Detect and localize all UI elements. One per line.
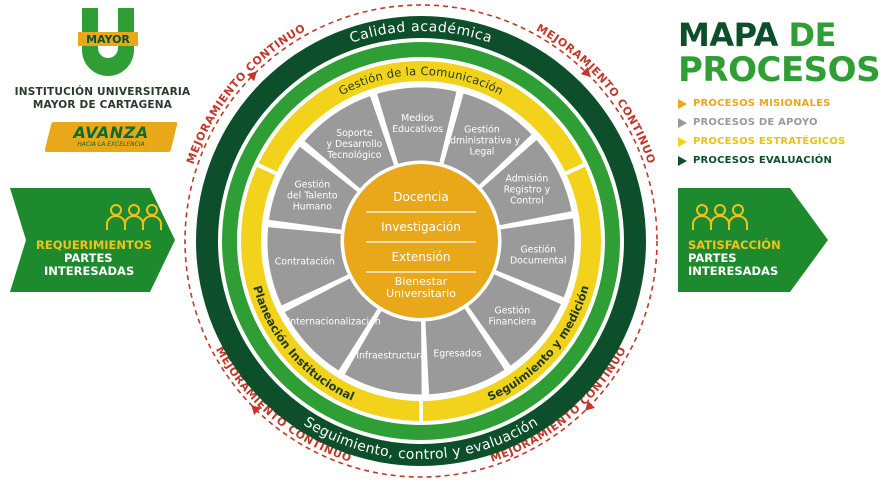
legend-label: PROCESOS MISIONALES — [693, 98, 831, 109]
right-banner-line2: PARTES — [688, 251, 737, 265]
map-title-line1: MAPA DE — [678, 18, 883, 52]
legend-item: PROCESOS ESTRATÉGICOS — [678, 132, 883, 151]
core-process-label: Extensión — [392, 250, 451, 264]
legend: PROCESOS MISIONALES PROCESOS DE APOYO PROC… — [678, 94, 883, 170]
people-icon — [692, 204, 748, 230]
core-circle — [344, 164, 498, 318]
left-banner-line1: REQUERIMIENTOS — [36, 238, 152, 252]
legend-arrow-icon — [678, 136, 687, 147]
right-banner-line1: SATISFACCIÓN — [688, 238, 781, 252]
institution-logo: MAYOR INSTITUCIÓN UNIVERSITARIA MAYOR DE… — [10, 6, 195, 156]
institution-name: INSTITUCIÓN UNIVERSITARIA MAYOR DE CARTA… — [10, 86, 195, 112]
legend-arrow-icon — [678, 98, 687, 109]
legend-item: PROCESOS EVALUACIÓN — [678, 151, 883, 170]
slogan-main: AVANZA — [73, 123, 149, 142]
support-process-segment — [267, 145, 359, 231]
satisfaction-arrow — [678, 188, 828, 292]
support-process-segment — [303, 94, 396, 190]
legend-arrow-icon — [678, 117, 687, 128]
strategic-divider — [255, 162, 279, 177]
slogan: AVANZA HACIA LA EXCELENCIA — [48, 122, 174, 149]
support-process-segment — [424, 307, 506, 396]
core-process-label: Investigación — [381, 220, 461, 234]
legend-arrow-icon — [678, 155, 687, 166]
u-logo-icon: MAYOR — [78, 8, 138, 76]
support-process-segment — [480, 138, 573, 227]
support-process-segment — [266, 226, 350, 307]
people-icon — [106, 204, 162, 230]
map-title-de: DE — [788, 16, 837, 54]
core-process-label: Docencia — [393, 190, 448, 204]
left-banner-line2: PARTES — [64, 251, 113, 265]
logo-brand-word: MAYOR — [86, 33, 130, 46]
legend-item: PROCESOS DE APOYO — [678, 113, 883, 132]
legend-label: PROCESOS EVALUACIÓN — [693, 155, 833, 166]
support-process-segment — [466, 273, 563, 367]
strategic-divider — [563, 162, 587, 177]
institution-line2: MAYOR DE CARTAGENA — [32, 99, 173, 111]
support-process-label: Egresados — [433, 349, 481, 360]
requirements-banner: REQUERIMIENTOS PARTES INTERESADAS — [10, 188, 175, 296]
right-banner-line3: INTERESADAS — [688, 264, 779, 278]
support-process-label: Internacionalización — [287, 316, 380, 327]
improvement-cycle-ring — [184, 4, 658, 478]
slogan-sub: HACIA LA EXCELENCIA — [77, 141, 145, 148]
support-process-segment — [442, 92, 533, 187]
support-process-segment — [494, 217, 576, 299]
map-title-mapa: MAPA — [678, 16, 778, 54]
cycle-arrow-icon — [580, 67, 591, 77]
support-process-segment — [375, 86, 458, 166]
left-banner-line3: INTERESADAS — [44, 264, 135, 278]
map-title-line2: PROCESOS — [678, 50, 881, 90]
satisfaction-banner: SATISFACCIÓN PARTES INTERESADAS — [678, 188, 828, 296]
support-process-segment — [283, 277, 379, 372]
support-process-label: Contratación — [275, 257, 335, 268]
support-process-segment — [343, 309, 423, 396]
institution-line1: INSTITUCIÓN UNIVERSITARIA — [14, 86, 191, 98]
cycle-arrow-icon — [585, 400, 595, 411]
legend-item: PROCESOS MISIONALES — [678, 94, 883, 113]
support-process-label: Infraestructura — [356, 351, 426, 362]
cycle-arrow-icon — [247, 71, 257, 82]
legend-label: PROCESOS DE APOYO — [693, 117, 818, 128]
legend-label: PROCESOS ESTRATÉGICOS — [693, 136, 846, 147]
cycle-arrow-icon — [251, 405, 262, 415]
